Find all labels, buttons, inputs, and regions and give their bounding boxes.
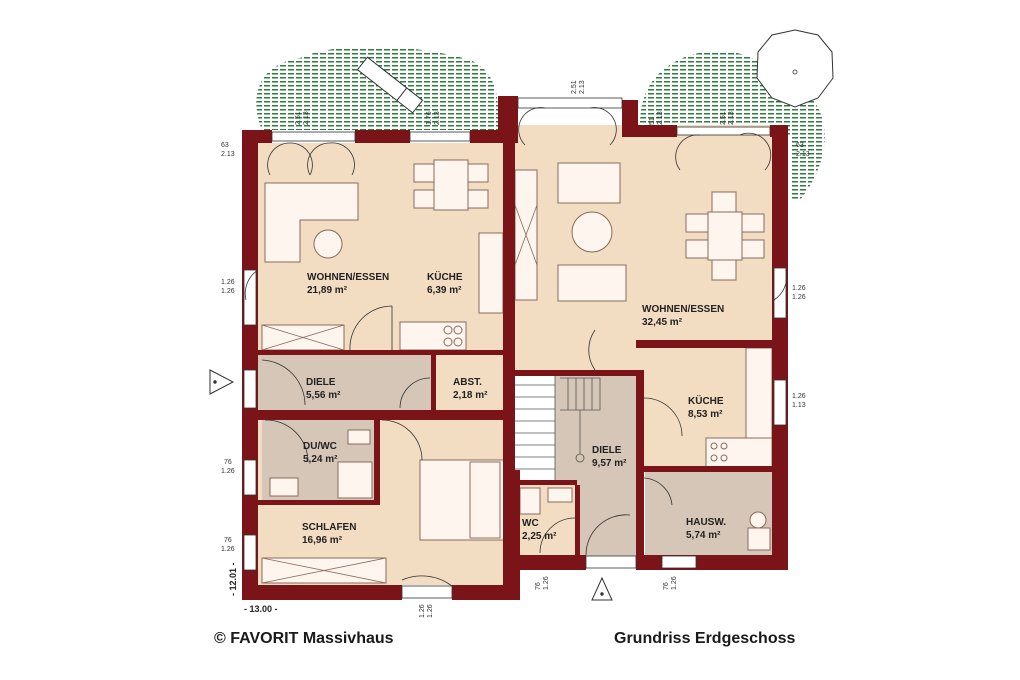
dim-label: 1.26	[427, 604, 434, 618]
room-area-wc: 2,25 m²	[522, 531, 557, 542]
dim-label: 1.26	[221, 288, 235, 295]
dim-label: 2.13	[796, 151, 810, 158]
sun-lounger-icon	[356, 56, 424, 114]
terrace-left	[256, 46, 499, 131]
dim-label: 1.26	[792, 294, 806, 301]
room-name-diele-left: DIELE	[306, 377, 336, 388]
dim-label: 2.13	[728, 111, 735, 125]
cabinet-marks	[261, 204, 538, 584]
dim-label: 1.26	[419, 604, 426, 618]
room-area-wohnen-right: 32,45 m²	[642, 317, 683, 328]
dim-label: 2.51	[295, 111, 302, 125]
room-area-schlafen: 16,96 m²	[302, 535, 343, 546]
room-name-abst: ABST.	[453, 377, 482, 388]
dim-label: 1.26	[792, 393, 806, 400]
dim-label: 2.13	[579, 80, 586, 94]
room-area-duwc: 5,24 m²	[303, 454, 338, 465]
room-name-schlafen: SCHLAFEN	[302, 522, 356, 533]
parasol-icon	[756, 29, 834, 108]
dim-label: 2.51	[720, 111, 727, 125]
dim-label: 1.26	[543, 576, 550, 590]
room-area-diele-left: 5,56 m²	[306, 390, 341, 401]
room-name-duwc: DU/WC	[303, 441, 337, 452]
dim-label: 76	[663, 582, 670, 590]
dim-label: 76	[535, 582, 542, 590]
room-area-wohnen-left: 21,89 m²	[307, 285, 348, 296]
room-area-hausw: 5,74 m²	[686, 530, 721, 541]
room-name-hausw: HAUSW.	[686, 517, 726, 528]
room-area-abst: 2,18 m²	[453, 390, 488, 401]
dim-label: 2.13	[657, 111, 664, 125]
dim-label: 1.26	[221, 279, 235, 286]
furniture	[261, 159, 773, 584]
room-name-kueche-right: KÜCHE	[688, 394, 724, 407]
entrance-arrow-icon	[209, 369, 613, 601]
room-area-kueche-right: 8,53 m²	[688, 409, 723, 420]
dim-label: 2.13	[221, 151, 235, 158]
room-name-wohnen-left: WOHNEN/ESSEN	[307, 272, 389, 283]
dim-label: 1.76	[426, 111, 433, 125]
room-labels: WOHNEN/ESSEN 21,89 m² KÜCHE 6,39 m² DIEL…	[302, 270, 726, 546]
dim-label: 2.13	[434, 111, 441, 125]
dim-label: 1.26	[792, 285, 806, 292]
dim-label: 51	[649, 117, 656, 125]
dim-label: 1.26	[221, 468, 235, 475]
room-name-kueche-left: KÜCHE	[427, 270, 463, 283]
dimension-labels: 2.51 2.13 1.76 2.13 2.51 2.13 51 2.13 2.…	[221, 80, 810, 618]
dim-label: 2.51	[571, 80, 578, 94]
dim-label: 76	[224, 537, 232, 544]
room-name-diele-right: DIELE	[592, 445, 622, 456]
staircase	[515, 375, 601, 485]
copyright-label: © FAVORIT Massivhaus	[214, 630, 394, 647]
door-swings	[244, 107, 788, 587]
room-area-diele-right: 9,57 m²	[592, 458, 627, 469]
dim-label: 2.13	[303, 111, 310, 125]
room-name-wc: WC	[522, 518, 539, 529]
dim-label: 63	[796, 142, 804, 149]
dim-label: 1.13	[792, 402, 806, 409]
dim-label: 76	[224, 459, 232, 466]
dim-label: 1.26	[671, 576, 678, 590]
dim-label: 1.26	[221, 546, 235, 553]
plan-caption: Grundriss Erdgeschoss	[614, 630, 796, 647]
openings	[243, 97, 787, 599]
overall-width-label: - 13.00 -	[244, 604, 278, 614]
room-name-wohnen-right: WOHNEN/ESSEN	[642, 304, 724, 315]
overall-depth-label: - 12.01 -	[228, 562, 238, 596]
room-area-kueche-left: 6,39 m²	[427, 285, 462, 296]
dim-label: 63	[221, 142, 229, 149]
